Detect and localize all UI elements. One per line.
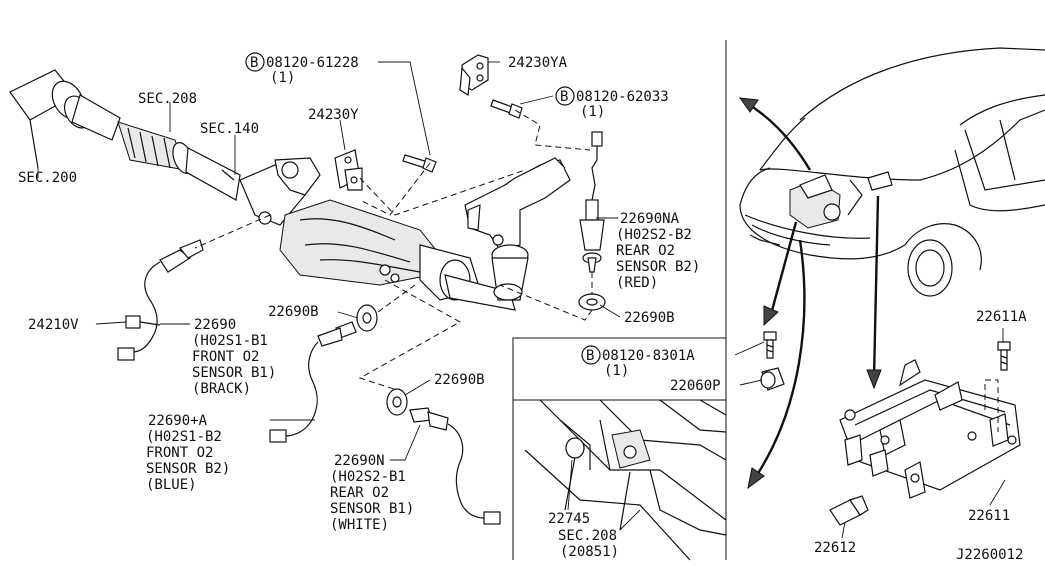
label-22611: 22611 bbox=[968, 508, 1010, 524]
label-bolt2-code: 08120-62033 bbox=[576, 89, 669, 105]
gasket-22690B-mid bbox=[356, 304, 378, 332]
bracket-24230Y bbox=[334, 149, 363, 191]
label-22745: 22745 bbox=[548, 511, 590, 527]
label-22611A: 22611A bbox=[976, 309, 1027, 325]
bolt-badge-2-letter: B bbox=[560, 89, 568, 105]
sensor-22690N-rear-b1 bbox=[409, 407, 501, 525]
car-front-illustration bbox=[739, 47, 1045, 297]
label-bolt3-qty: (1) bbox=[604, 363, 629, 379]
sensor-22690NA bbox=[579, 131, 605, 273]
knock-sensor-22060P bbox=[760, 367, 785, 391]
label-22690N-d4: (WHITE) bbox=[330, 517, 389, 533]
label-bolt1-qty: (1) bbox=[270, 70, 295, 86]
diagram-code: J2260012 bbox=[956, 547, 1023, 563]
label-22690NA-d2: REAR O2 bbox=[616, 243, 675, 259]
label-sec208-bottom-ref: (20851) bbox=[560, 544, 619, 560]
label-22690N-d3: SENSOR B1) bbox=[330, 501, 414, 517]
label-22690-d4: (BRACK) bbox=[192, 381, 251, 397]
label-22690NA-d4: (RED) bbox=[616, 275, 658, 291]
leader-22060P bbox=[739, 379, 763, 386]
label-22690N-d2: REAR O2 bbox=[330, 485, 389, 501]
label-22690NA-d3: SENSOR B2) bbox=[616, 259, 700, 275]
plug-22745 bbox=[565, 437, 585, 459]
exhaust-front-pipe bbox=[9, 69, 241, 201]
leader-22745 bbox=[567, 459, 573, 511]
clip-22612 bbox=[829, 495, 869, 526]
catalytic-converter bbox=[239, 157, 516, 311]
leader-22612 bbox=[841, 521, 846, 539]
label-22690-d3: SENSOR B1) bbox=[192, 365, 276, 381]
gasket-22690B-right bbox=[578, 293, 606, 311]
ecm-bracket-22611 bbox=[839, 359, 1021, 499]
label-sec208-top: SEC.208 bbox=[138, 91, 197, 107]
label-22690A: 22690+A bbox=[148, 413, 208, 429]
label-22060P: 22060P bbox=[670, 378, 721, 394]
label-bolt3-code: 08120-8301A bbox=[602, 348, 695, 364]
gasket-22690B-lower bbox=[386, 388, 408, 416]
bracket-24230YA bbox=[459, 54, 489, 97]
sensor-22690A-front-b2 bbox=[269, 321, 357, 443]
label-22690NA: 22690NA bbox=[620, 211, 680, 227]
leader-22611 bbox=[989, 479, 1006, 506]
leader-lines bbox=[37, 61, 621, 461]
label-22690B-right: 22690B bbox=[624, 310, 675, 326]
bolt-badge-1: B bbox=[245, 52, 265, 72]
label-22690B-mid: 22690B bbox=[268, 304, 319, 320]
label-22612: 22612 bbox=[814, 540, 856, 556]
bolt-08120-62033 bbox=[490, 99, 523, 119]
bolt-badge-3: B bbox=[581, 345, 601, 365]
bolt-08120-61228 bbox=[402, 154, 437, 173]
bolt-22611A bbox=[997, 341, 1011, 371]
label-22690-d1: (H02S1-B1 bbox=[192, 333, 268, 349]
bolt-badge-2: B bbox=[555, 86, 575, 106]
label-22690N-d1: (H02S2-B1 bbox=[330, 469, 406, 485]
label-24210V: 24210V bbox=[28, 317, 79, 333]
label-22690: 22690 bbox=[194, 317, 236, 333]
label-24230Y: 24230Y bbox=[308, 107, 359, 123]
label-22690A-d1: (H02S1-B2 bbox=[146, 429, 222, 445]
label-bolt1-code: 08120-61228 bbox=[266, 55, 359, 71]
label-sec140: SEC.140 bbox=[200, 121, 259, 137]
assembly-dash-lines bbox=[194, 109, 593, 391]
panel-frames bbox=[512, 40, 727, 560]
label-22690A-d4: (BLUE) bbox=[146, 477, 197, 493]
label-22690-d2: FRONT O2 bbox=[192, 349, 259, 365]
label-22690N: 22690N bbox=[334, 453, 385, 469]
bolt-badge-1-letter: B bbox=[250, 55, 258, 71]
leader-8301A bbox=[734, 341, 765, 356]
label-22690B-lower: 22690B bbox=[434, 372, 485, 388]
label-24230YA: 24230YA bbox=[508, 55, 568, 71]
location-arrows bbox=[738, 97, 882, 490]
label-sec200: SEC.200 bbox=[18, 170, 77, 186]
label-sec208-bottom: SEC.208 bbox=[558, 528, 617, 544]
sensor-22690-front-b1 bbox=[117, 239, 204, 361]
bolt-badge-3-letter: B bbox=[586, 348, 594, 364]
label-22690NA-d1: (H02S2-B2 bbox=[616, 227, 692, 243]
underbody-detail bbox=[524, 399, 727, 561]
label-22690A-d3: SENSOR B2) bbox=[146, 461, 230, 477]
label-22690A-d2: FRONT O2 bbox=[146, 445, 213, 461]
label-bolt2-qty: (1) bbox=[580, 104, 605, 120]
exhaust-manifold bbox=[464, 157, 571, 301]
leader-sec208-bottom bbox=[619, 509, 641, 531]
bolt-08120-8301A bbox=[763, 331, 777, 359]
